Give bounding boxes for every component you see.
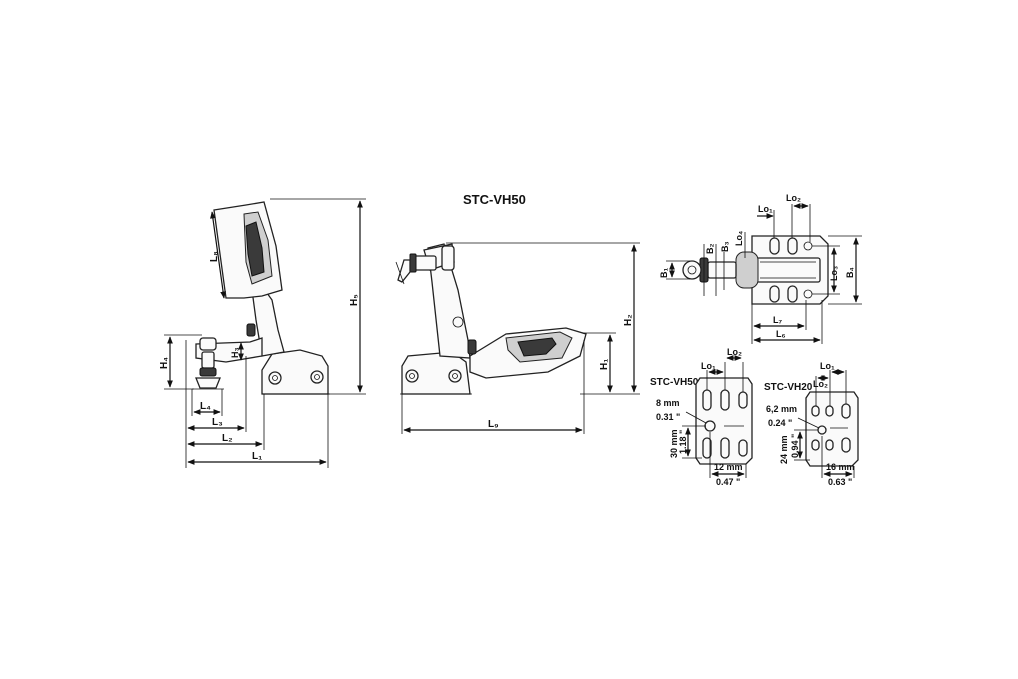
dim-h4: H₄: [159, 357, 170, 369]
top-view: B₁ B₂ B₃ Lo₄ Lo₁ Lo₂ Lo₃ B₄ L₇: [659, 193, 862, 344]
dim-l7: L₇: [773, 315, 782, 325]
plate-vh20-width-in: 0.63 ": [828, 477, 852, 487]
dim-b2: B₂: [705, 244, 715, 255]
plate-vh50-name: STC-VH50: [650, 377, 699, 388]
plate-vh20-hole-in: 0.24 ": [768, 418, 792, 428]
mounting-plate-vh20: STC-VH20 Lo₂ Lo₁ 6,2 mm 0.24 " 24 mm 0.9…: [764, 361, 859, 487]
plate-vh50-hole-in: 0.31 ": [656, 412, 680, 422]
plate-vh50-width-in: 0.47 ": [716, 477, 740, 487]
plate-vh20-lo2: Lo₂: [813, 379, 828, 389]
plate-vh50-lo2: Lo₂: [727, 347, 742, 357]
plate-vh20-height-in: 0.94 ": [790, 434, 800, 458]
dim-b1: B₁: [659, 268, 669, 278]
dim-h1: H₁: [599, 359, 610, 370]
dim-lo3: Lo₃: [829, 266, 839, 281]
drawing-title: STC-VH50: [463, 192, 526, 207]
plate-vh50-hole-mm: 8 mm: [656, 398, 680, 408]
dim-l2: L₂: [222, 433, 233, 444]
side-view-horizontal: H₂ H₁ L₉: [395, 242, 640, 434]
plate-vh20-name: STC-VH20: [764, 382, 813, 393]
dim-lo1: Lo₁: [758, 204, 773, 214]
dim-h3: H₃: [230, 347, 240, 358]
plate-vh50-height-in: 1.18 ": [678, 430, 688, 454]
dim-lo2: Lo₂: [786, 193, 801, 203]
dim-lo4: Lo₄: [734, 231, 744, 246]
side-view-vertical: H₅ L₈ H₄ H₃ L₄ L₃ L₂ L₁: [159, 198, 366, 468]
dim-b3: B₃: [720, 241, 730, 252]
mounting-plate-vh50: STC-VH50 Lo₁ Lo₂ 8 mm 0.31 " 30 mm 1.18 …: [650, 347, 753, 487]
plate-vh50-width-mm: 12 mm: [714, 462, 743, 472]
plate-vh50-height-mm: 30 mm: [669, 429, 679, 458]
plate-vh20-hole-mm: 6,2 mm: [766, 404, 797, 414]
dim-l6: L₆: [776, 329, 786, 339]
plate-vh20-lo1: Lo₁: [820, 361, 835, 371]
dim-l1: L₁: [252, 451, 262, 462]
dim-b4: B₄: [845, 267, 855, 278]
plate-vh20-width-mm: 16 mm: [826, 462, 855, 472]
dim-l8: L₈: [209, 251, 220, 262]
dim-l4: L₄: [200, 401, 211, 412]
dim-h5: H₅: [349, 294, 360, 306]
plate-vh20-height-mm: 24 mm: [779, 435, 789, 464]
dim-l3: L₃: [212, 417, 223, 428]
dim-l9: L₉: [488, 419, 499, 430]
dim-h2: H₂: [623, 314, 634, 326]
plate-vh50-lo1: Lo₁: [701, 361, 716, 371]
